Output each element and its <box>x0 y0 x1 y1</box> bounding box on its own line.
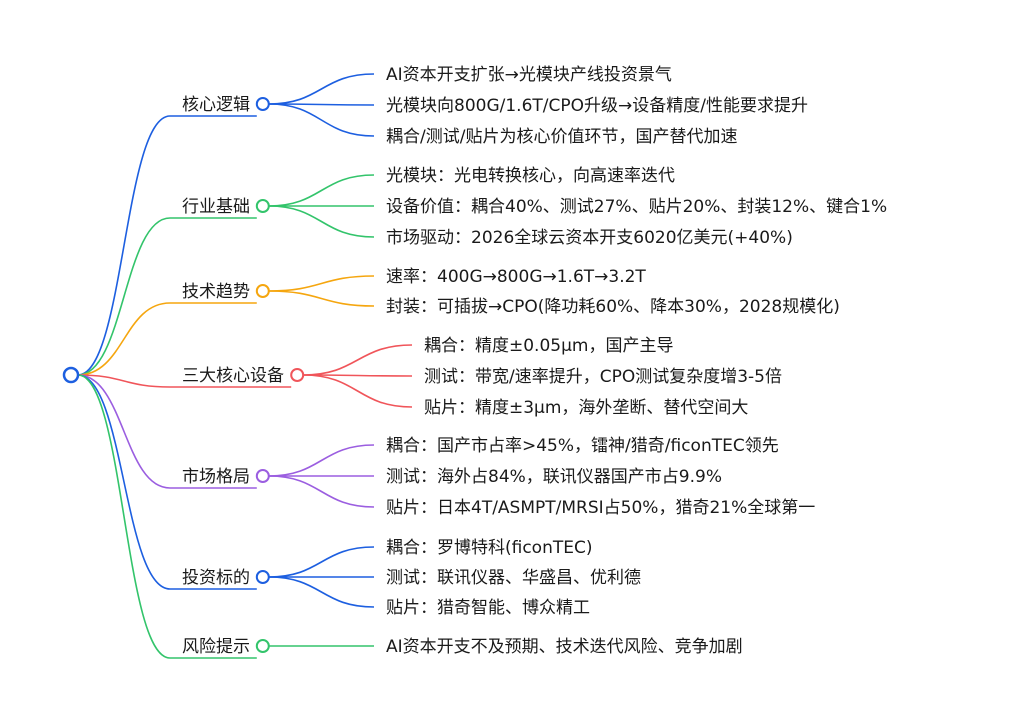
child-edge <box>268 205 375 238</box>
child-edge <box>268 103 375 137</box>
child-label: 光模块向800G/1.6T/CPO升级→设备精度/性能要求提升 <box>386 96 808 116</box>
branch-edge <box>77 374 171 659</box>
child-edge <box>303 374 413 408</box>
child-label: 测试：海外占84%，联讯仪器国产市占9.9% <box>386 467 722 487</box>
child-edge <box>268 290 375 307</box>
child-label: AI资本开支不及预期、技术迭代风险、竞争加剧 <box>386 637 743 657</box>
child-label: 测试：联讯仪器、华盛昌、优利德 <box>386 568 641 588</box>
branch-label: 行业基础 <box>182 197 250 217</box>
branch-node <box>255 570 270 584</box>
branch-edge <box>77 374 171 489</box>
child-label: 耦合：精度±0.05μm，国产主导 <box>424 336 673 356</box>
branch-edge <box>77 217 171 376</box>
child-edge <box>268 174 375 207</box>
child-label: 速率：400G→800G→1.6T→3.2T <box>386 267 646 287</box>
child-label: 耦合：罗博特科(ficonTEC) <box>386 538 593 558</box>
child-label: 光模块：光电转换核心，向高速率迭代 <box>386 166 675 186</box>
nodes-layer: 核心逻辑 AI资本开支扩张→光模块产线投资景气光模块向800G/1.6T/CPO升… <box>182 65 887 657</box>
child-label: 测试：带宽/速率提升，CPO测试复杂度增3-5倍 <box>424 367 782 387</box>
branch-edge <box>77 115 171 376</box>
branch-label: 技术趋势 <box>182 282 250 302</box>
branch-label: 核心逻辑 <box>182 95 250 115</box>
branch-node <box>255 97 270 111</box>
branch-label: 风险提示 <box>182 637 250 657</box>
child-label: 设备价值：耦合40%、测试27%、贴片20%、封装12%、键合1% <box>386 197 887 217</box>
child-edge <box>268 475 375 508</box>
branch-node <box>255 639 270 653</box>
child-edge <box>268 73 375 105</box>
child-label: 贴片：猎奇智能、博众精工 <box>386 598 590 618</box>
child-edge <box>268 275 375 292</box>
branch-edge <box>77 374 171 388</box>
child-label: 贴片：日本4T/ASMPT/MRSI占50%，猎奇21%全球第一 <box>386 498 815 518</box>
branch-node <box>255 284 270 298</box>
branch-label: 市场格局 <box>182 467 250 487</box>
branch-edge <box>77 374 171 590</box>
child-edge <box>303 344 413 376</box>
child-edge <box>268 103 375 106</box>
branch-node <box>290 368 305 382</box>
child-edge <box>268 444 375 477</box>
child-label: 封装：可插拔→CPO(降功耗60%、降本30%，2028规模化) <box>386 297 840 317</box>
edges-layer <box>77 73 413 659</box>
root-node <box>62 366 80 384</box>
child-label: AI资本开支扩张→光模块产线投资景气 <box>386 65 672 85</box>
child-edge <box>268 546 375 578</box>
branch-edge <box>77 302 171 376</box>
branch-label: 投资标的 <box>182 568 250 588</box>
child-edge <box>268 576 375 608</box>
child-edge <box>303 374 413 377</box>
child-label: 耦合/测试/贴片为核心价值环节，国产替代加速 <box>386 127 737 147</box>
child-label: 耦合：国产市占率>45%，镭神/猎奇/ficonTEC领先 <box>386 436 779 456</box>
child-label: 市场驱动：2026全球云资本开支6020亿美元(+40%) <box>386 228 793 248</box>
branch-node <box>255 469 270 483</box>
branch-node <box>255 199 270 213</box>
branch-label: 三大核心设备 <box>182 366 284 386</box>
child-label: 贴片：精度±3μm，海外垄断、替代空间大 <box>424 398 748 418</box>
